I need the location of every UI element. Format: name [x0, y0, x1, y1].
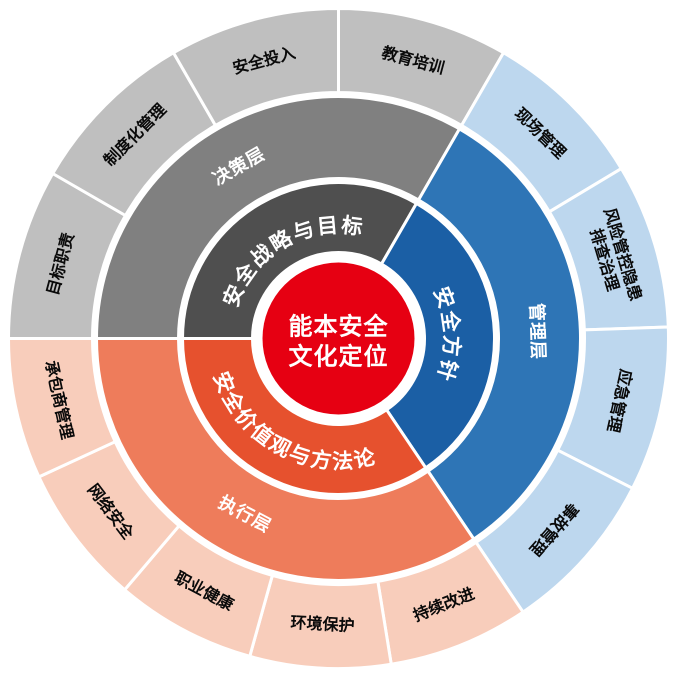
outer-label-environmental-protection: 环境保护 [290, 613, 355, 636]
center-label-line1: 能本安全 [289, 313, 389, 341]
inner-segment-execution [181, 337, 428, 496]
middle-segment-management [417, 127, 582, 541]
outer-segment-contractor-management [7, 337, 117, 479]
center-label-line2: 文化定位 [289, 343, 389, 371]
center-circle [262, 262, 415, 415]
middle-label-management: 管理层 [526, 303, 549, 361]
inner-segment-decision [181, 181, 418, 340]
inner-segment-management [380, 201, 496, 470]
middle-segment-execution [95, 337, 476, 582]
middle-segment-decision [95, 94, 461, 340]
